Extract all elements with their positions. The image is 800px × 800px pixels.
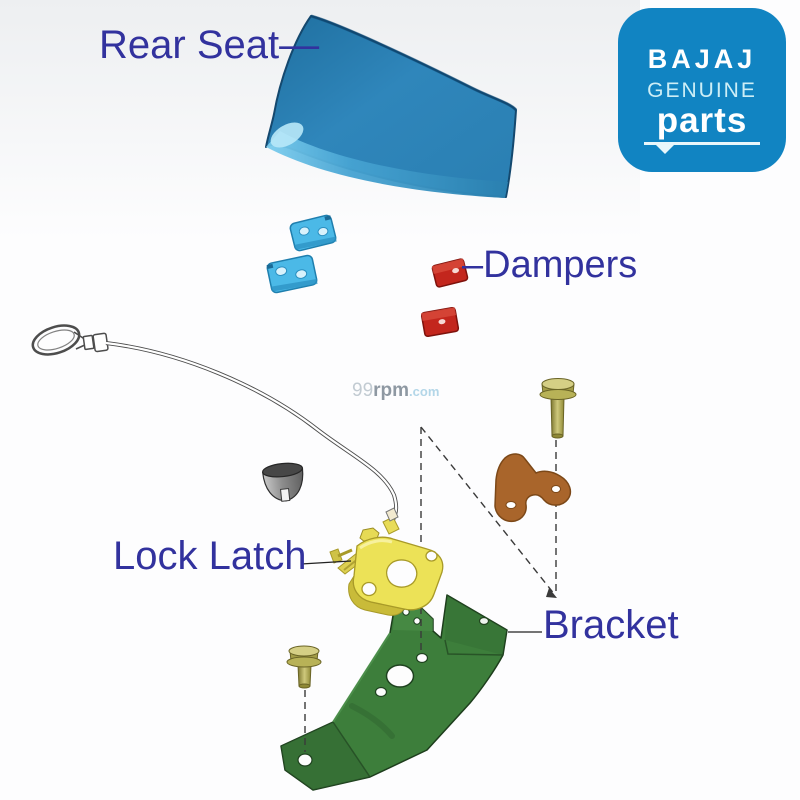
cable-wire-core [105, 341, 398, 521]
rear-seat-part [265, 14, 518, 198]
latch-plate [352, 536, 444, 611]
bracket-left-flange-shade [281, 722, 370, 790]
bracket-left-flange-hole [297, 753, 313, 767]
hook-hole-left [505, 501, 517, 509]
bajaj-genuine-parts-badge: BAJAJ GENUINE parts [618, 8, 786, 172]
bolt-small-tip [298, 683, 311, 689]
cable-wire-outline [105, 341, 399, 521]
latch-pin-tip [329, 548, 343, 564]
assembly-guide-lines [304, 426, 557, 752]
damper-red-1-top-face [431, 258, 465, 274]
bracket-emboss-ridge [349, 703, 395, 739]
watermark: 99rpm.com [352, 380, 439, 402]
bolt-long-tip [551, 433, 564, 439]
watermark-99: 99 [352, 380, 374, 401]
badge-arrow-icon [656, 145, 674, 154]
cap-slot [279, 488, 291, 502]
badge-parts-text: parts [656, 101, 748, 140]
lock-latch-part [329, 507, 444, 616]
bracket-part [280, 594, 508, 791]
cable-ferrule-2 [92, 332, 109, 353]
lock-latch-label: Lock Latch [113, 534, 307, 578]
damper-red-1-hole [452, 268, 460, 274]
damper-red-2 [420, 306, 460, 338]
bracket-small-hole-2 [415, 652, 429, 664]
cable-ferrule-1 [82, 334, 95, 351]
bracket-right-flange-shade [445, 595, 507, 655]
bracket-fold-line-right [444, 639, 504, 656]
damper-blue-1-hole-b [317, 226, 329, 237]
seat-highlight [270, 122, 304, 148]
damper-blue-2-nub [266, 263, 274, 270]
bracket-fold-line-left [332, 721, 371, 778]
damper-blue-1-shade [294, 236, 337, 250]
damper-blue-2 [266, 254, 318, 294]
bolt-long-flange [539, 389, 577, 400]
bracket-small-hole-1 [374, 686, 388, 698]
bracket-edge-highlight [332, 632, 391, 723]
rubber-cap-part [261, 462, 304, 502]
seat-front-face [266, 131, 508, 198]
badge-brand-text: BAJAJ [647, 44, 757, 74]
seat-hook-part [494, 453, 572, 523]
release-cable-part [31, 324, 399, 521]
damper-red-2-hole [438, 319, 446, 325]
latch-pin-stem [337, 548, 353, 558]
cap-top [262, 462, 304, 478]
badge-underline [644, 142, 760, 154]
bracket-label: Bracket [543, 603, 679, 647]
dampers-label: –Dampers [462, 244, 638, 286]
cable-loop-inner [37, 329, 75, 351]
bolt-small-shank [297, 664, 312, 687]
flange-bolt-small [286, 645, 322, 689]
bolt-small-flange [286, 656, 322, 668]
bolt-long-head-top [541, 378, 575, 390]
hook-hole-right [551, 485, 561, 493]
bracket-center-hole [385, 664, 415, 688]
watermark-rpm: rpm [373, 380, 410, 401]
cable-loop [31, 324, 81, 356]
badge-genuine-text: GENUINE [647, 79, 757, 102]
damper-blue-1 [289, 214, 337, 252]
damper-blue-1-hole-a [298, 226, 310, 236]
bracket-tab-hole-2 [413, 617, 421, 625]
rear-seat-label: Rear Seat— [99, 23, 320, 67]
damper-blue-1-nub [324, 215, 332, 221]
guide-arrowhead [546, 588, 557, 598]
latch-plate-highlight [359, 539, 393, 550]
bolt-long-shank [550, 396, 565, 437]
damper-blue-2-shade [271, 278, 318, 292]
seat-top-edge-shadow [310, 14, 518, 112]
bolt-small-head-top [288, 645, 320, 657]
leader-lines [300, 560, 542, 633]
lock-latch-leader [300, 560, 352, 565]
flange-bolt-long [539, 378, 577, 439]
latch-cable-barrel [385, 507, 399, 522]
watermark-dotcom: .com [409, 384, 440, 399]
damper-blue-2-hole-a [275, 266, 288, 276]
damper-blue-2-hole-b [295, 269, 308, 279]
bracket-right-flange-hole [478, 616, 490, 626]
damper-red-1 [431, 258, 469, 288]
damper-red-2-top-face [421, 307, 457, 322]
